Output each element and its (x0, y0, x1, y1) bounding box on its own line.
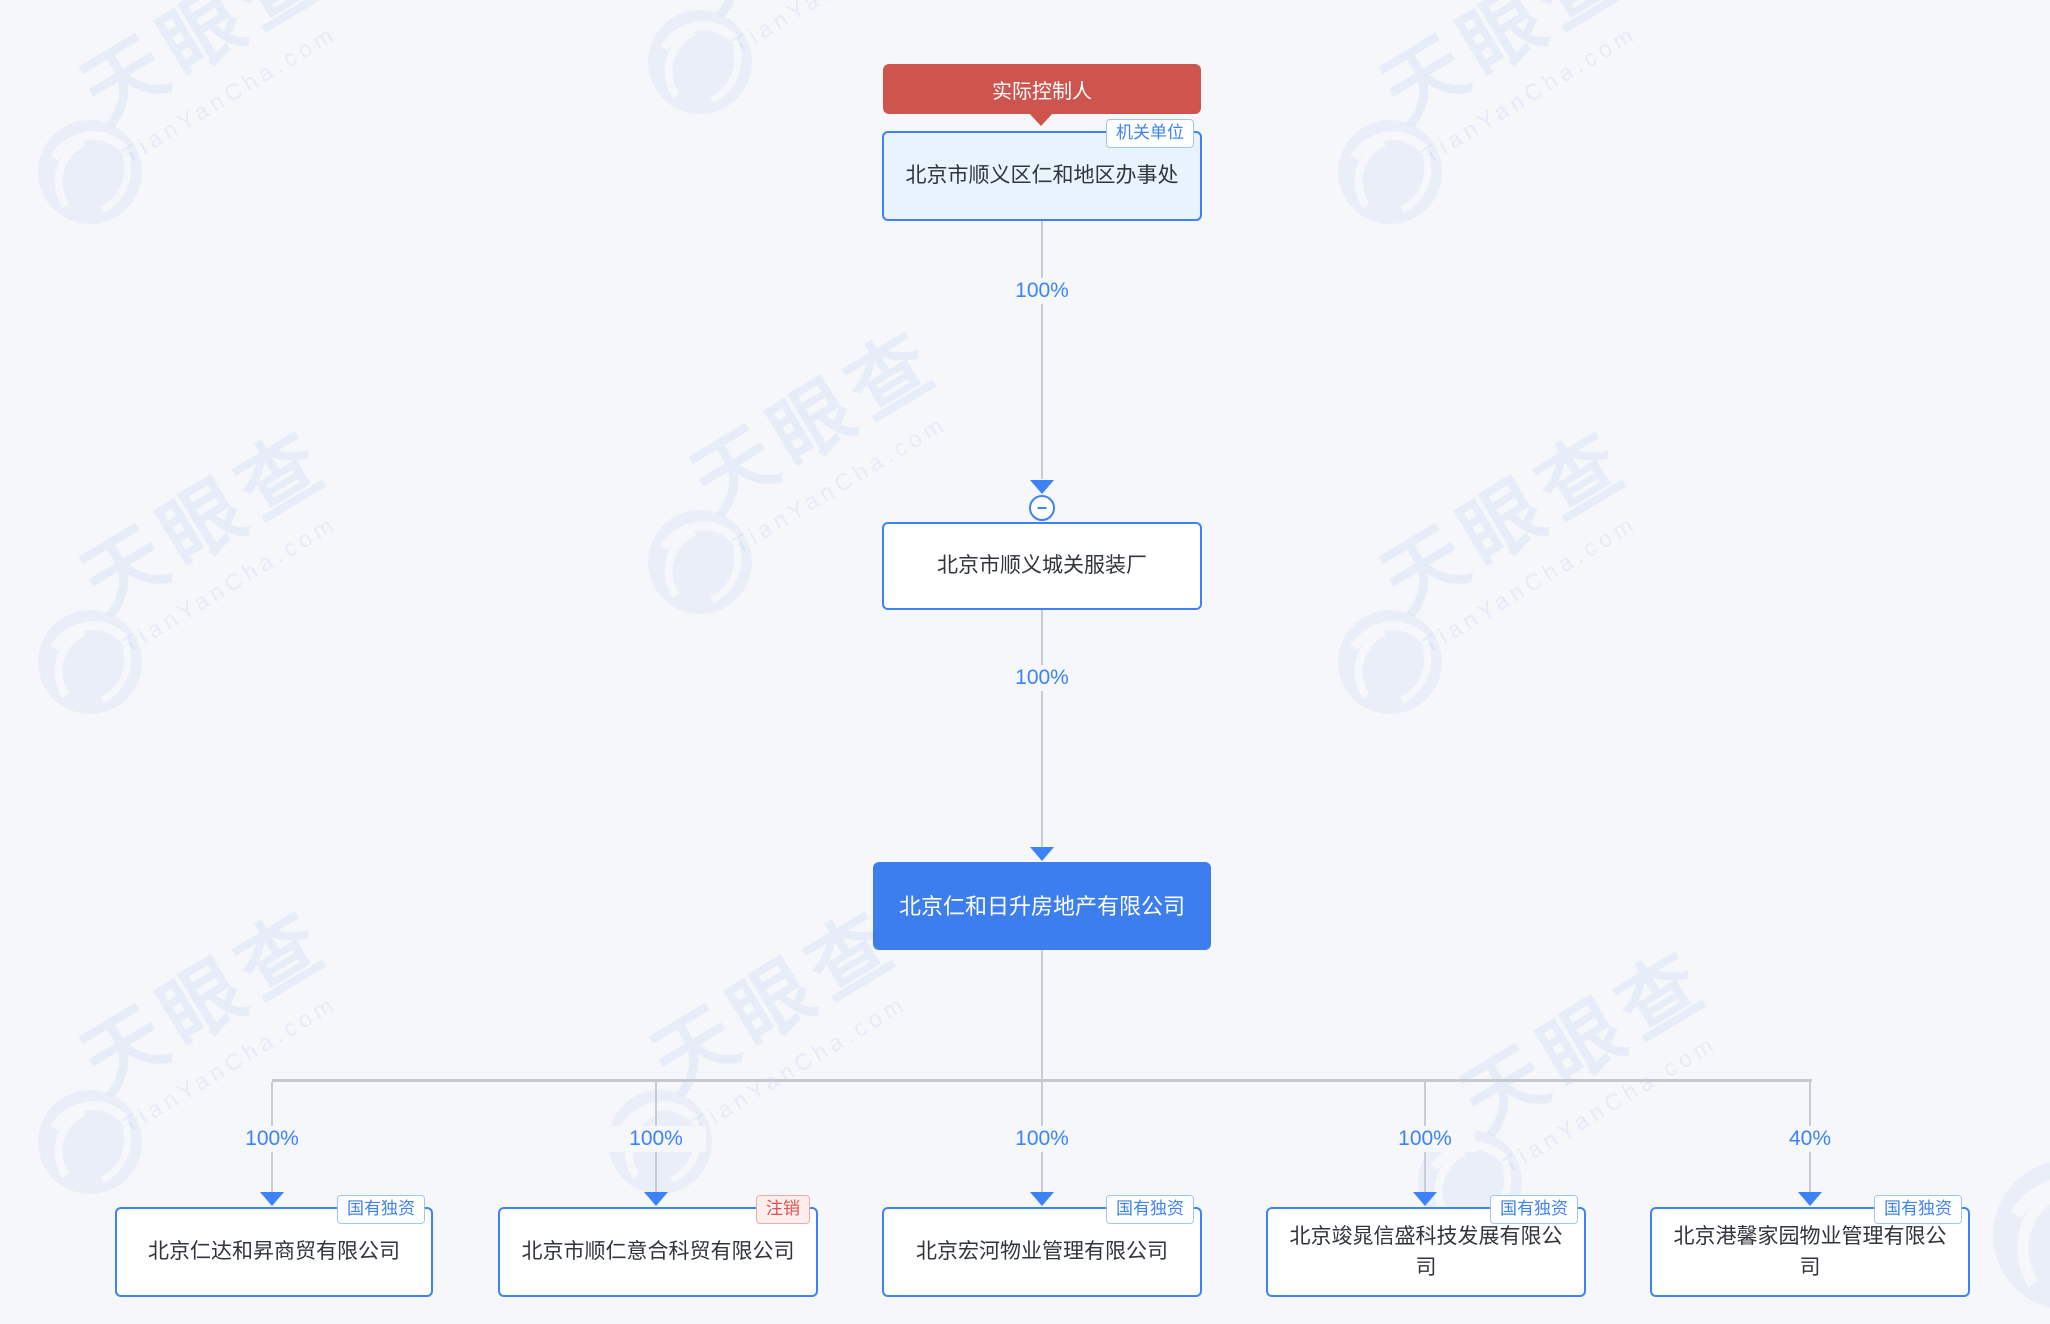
watermark-domain-text: TianYanCha.com (1418, 19, 1642, 169)
company-name: 北京竣晁信盛科技发展有限公司 (1289, 1224, 1563, 1280)
child-percent-label: 100% (606, 1126, 706, 1153)
company-name: 北京市顺仁意合科贸有限公司 (521, 1240, 795, 1264)
edge-percent-label: 100% (992, 665, 1092, 692)
arrow-down-icon (260, 1192, 284, 1206)
watermark-domain-text: TianYanCha.com (1418, 509, 1642, 659)
arrow-down-icon (1030, 847, 1054, 861)
arrow-down-icon (1030, 1192, 1054, 1206)
children-bus-line (272, 1079, 1812, 1082)
node-focal-company[interactable]: 北京仁和日升房地产有限公司 (873, 862, 1211, 950)
tianyancha-logo-icon (648, 10, 752, 114)
tianyancha-logo-icon (1338, 120, 1442, 224)
node-child-company-1[interactable]: 国有独资 北京仁达和昇商贸有限公司 (115, 1195, 433, 1297)
node-factory-company[interactable]: 北京市顺义城关服装厂 (882, 522, 1202, 610)
child-percent-label: 100% (1375, 1126, 1475, 1153)
edge-root-to-factory (1041, 221, 1043, 479)
watermark-domain-text: TianYanCha.com (1498, 1029, 1722, 1179)
watermark-domain-text: TianYanCha.com (688, 989, 912, 1139)
child-percent-label: 40% (1760, 1126, 1860, 1153)
arrow-down-icon (1798, 1192, 1822, 1206)
watermark-brand-text: 天眼查 (1367, 412, 1645, 629)
tianyancha-logo-icon (1993, 1162, 2050, 1308)
node-child-company-5[interactable]: 国有独资 北京港馨家园物业管理有限公司 (1650, 1195, 1970, 1297)
tianyancha-logo-icon (648, 510, 752, 614)
collapse-minus-icon[interactable]: − (1029, 495, 1055, 521)
tianyancha-logo-icon (38, 120, 142, 224)
node-type-tag: 国有独资 (337, 1195, 425, 1224)
watermark-brand-text: 天眼查 (67, 0, 345, 139)
actual-controller-label: 实际控制人 (992, 80, 1092, 103)
tianyancha-watermark (1985, 1030, 2050, 1324)
watermark-brand-text: 天眼查 (1447, 932, 1725, 1149)
node-type-tag: 国有独资 (1490, 1195, 1578, 1224)
tianyancha-logo-icon (38, 1090, 142, 1194)
tianyancha-logo-icon (38, 610, 142, 714)
node-type-tag: 国有独资 (1874, 1195, 1962, 1224)
watermark-brand-text: 天眼查 (667, 0, 958, 34)
edge-factory-to-company (1041, 610, 1043, 848)
watermark-brand-text: 天眼查 (1367, 0, 1645, 139)
edge-percent-label: 100% (992, 278, 1092, 305)
watermark-domain-text: TianYanCha.com (118, 509, 342, 659)
actual-controller-badge[interactable]: 实际控制人 (883, 64, 1201, 114)
company-name: 北京市顺义区仁和地区办事处 (905, 164, 1179, 188)
tianyancha-watermark: 天眼查 TianYanCha.com (30, 0, 460, 300)
node-root-company[interactable]: 机关单位 北京市顺义区仁和地区办事处 (882, 119, 1202, 221)
arrow-down-icon (644, 1192, 668, 1206)
watermark-domain-text: TianYanCha.com (118, 989, 342, 1139)
tianyancha-logo-icon (1338, 610, 1442, 714)
watermark-brand-text: 天眼查 (677, 312, 955, 529)
tianyancha-watermark: 天眼查 TianYanCha.com (30, 413, 460, 790)
company-name: 北京市顺义城关服装厂 (937, 554, 1147, 578)
node-type-tag: 机关单位 (1106, 119, 1194, 148)
company-name: 北京仁达和昇商贸有限公司 (148, 1240, 400, 1264)
watermark-domain-text: TianYanCha.com (728, 0, 973, 59)
company-name: 北京港馨家园物业管理有限公司 (1673, 1224, 1947, 1280)
company-name: 北京宏河物业管理有限公司 (916, 1240, 1168, 1264)
tianyancha-watermark: 天眼查 TianYanCha.com (1330, 0, 1760, 300)
arrow-down-icon (1030, 480, 1054, 494)
child-percent-label: 100% (222, 1126, 322, 1153)
node-child-company-3[interactable]: 国有独资 北京宏河物业管理有限公司 (882, 1195, 1202, 1297)
node-child-company-4[interactable]: 国有独资 北京竣晁信盛科技发展有限公司 (1266, 1195, 1586, 1297)
company-name: 北京仁和日升房地产有限公司 (898, 893, 1185, 919)
watermark-domain-text: TianYanCha.com (118, 19, 342, 169)
company-stem-line (1041, 950, 1043, 1080)
child-percent-label: 100% (992, 1126, 1092, 1153)
watermark-brand-text: 天眼查 (67, 412, 345, 629)
node-type-tag: 国有独资 (1106, 1195, 1194, 1224)
node-status-tag: 注销 (756, 1195, 810, 1224)
controller-pointer-icon (1028, 112, 1054, 126)
node-child-company-2[interactable]: 注销 北京市顺仁意合科贸有限公司 (498, 1195, 818, 1297)
tianyancha-watermark: 天眼查 TianYanCha.com (1330, 413, 1760, 790)
arrow-down-icon (1413, 1192, 1437, 1206)
